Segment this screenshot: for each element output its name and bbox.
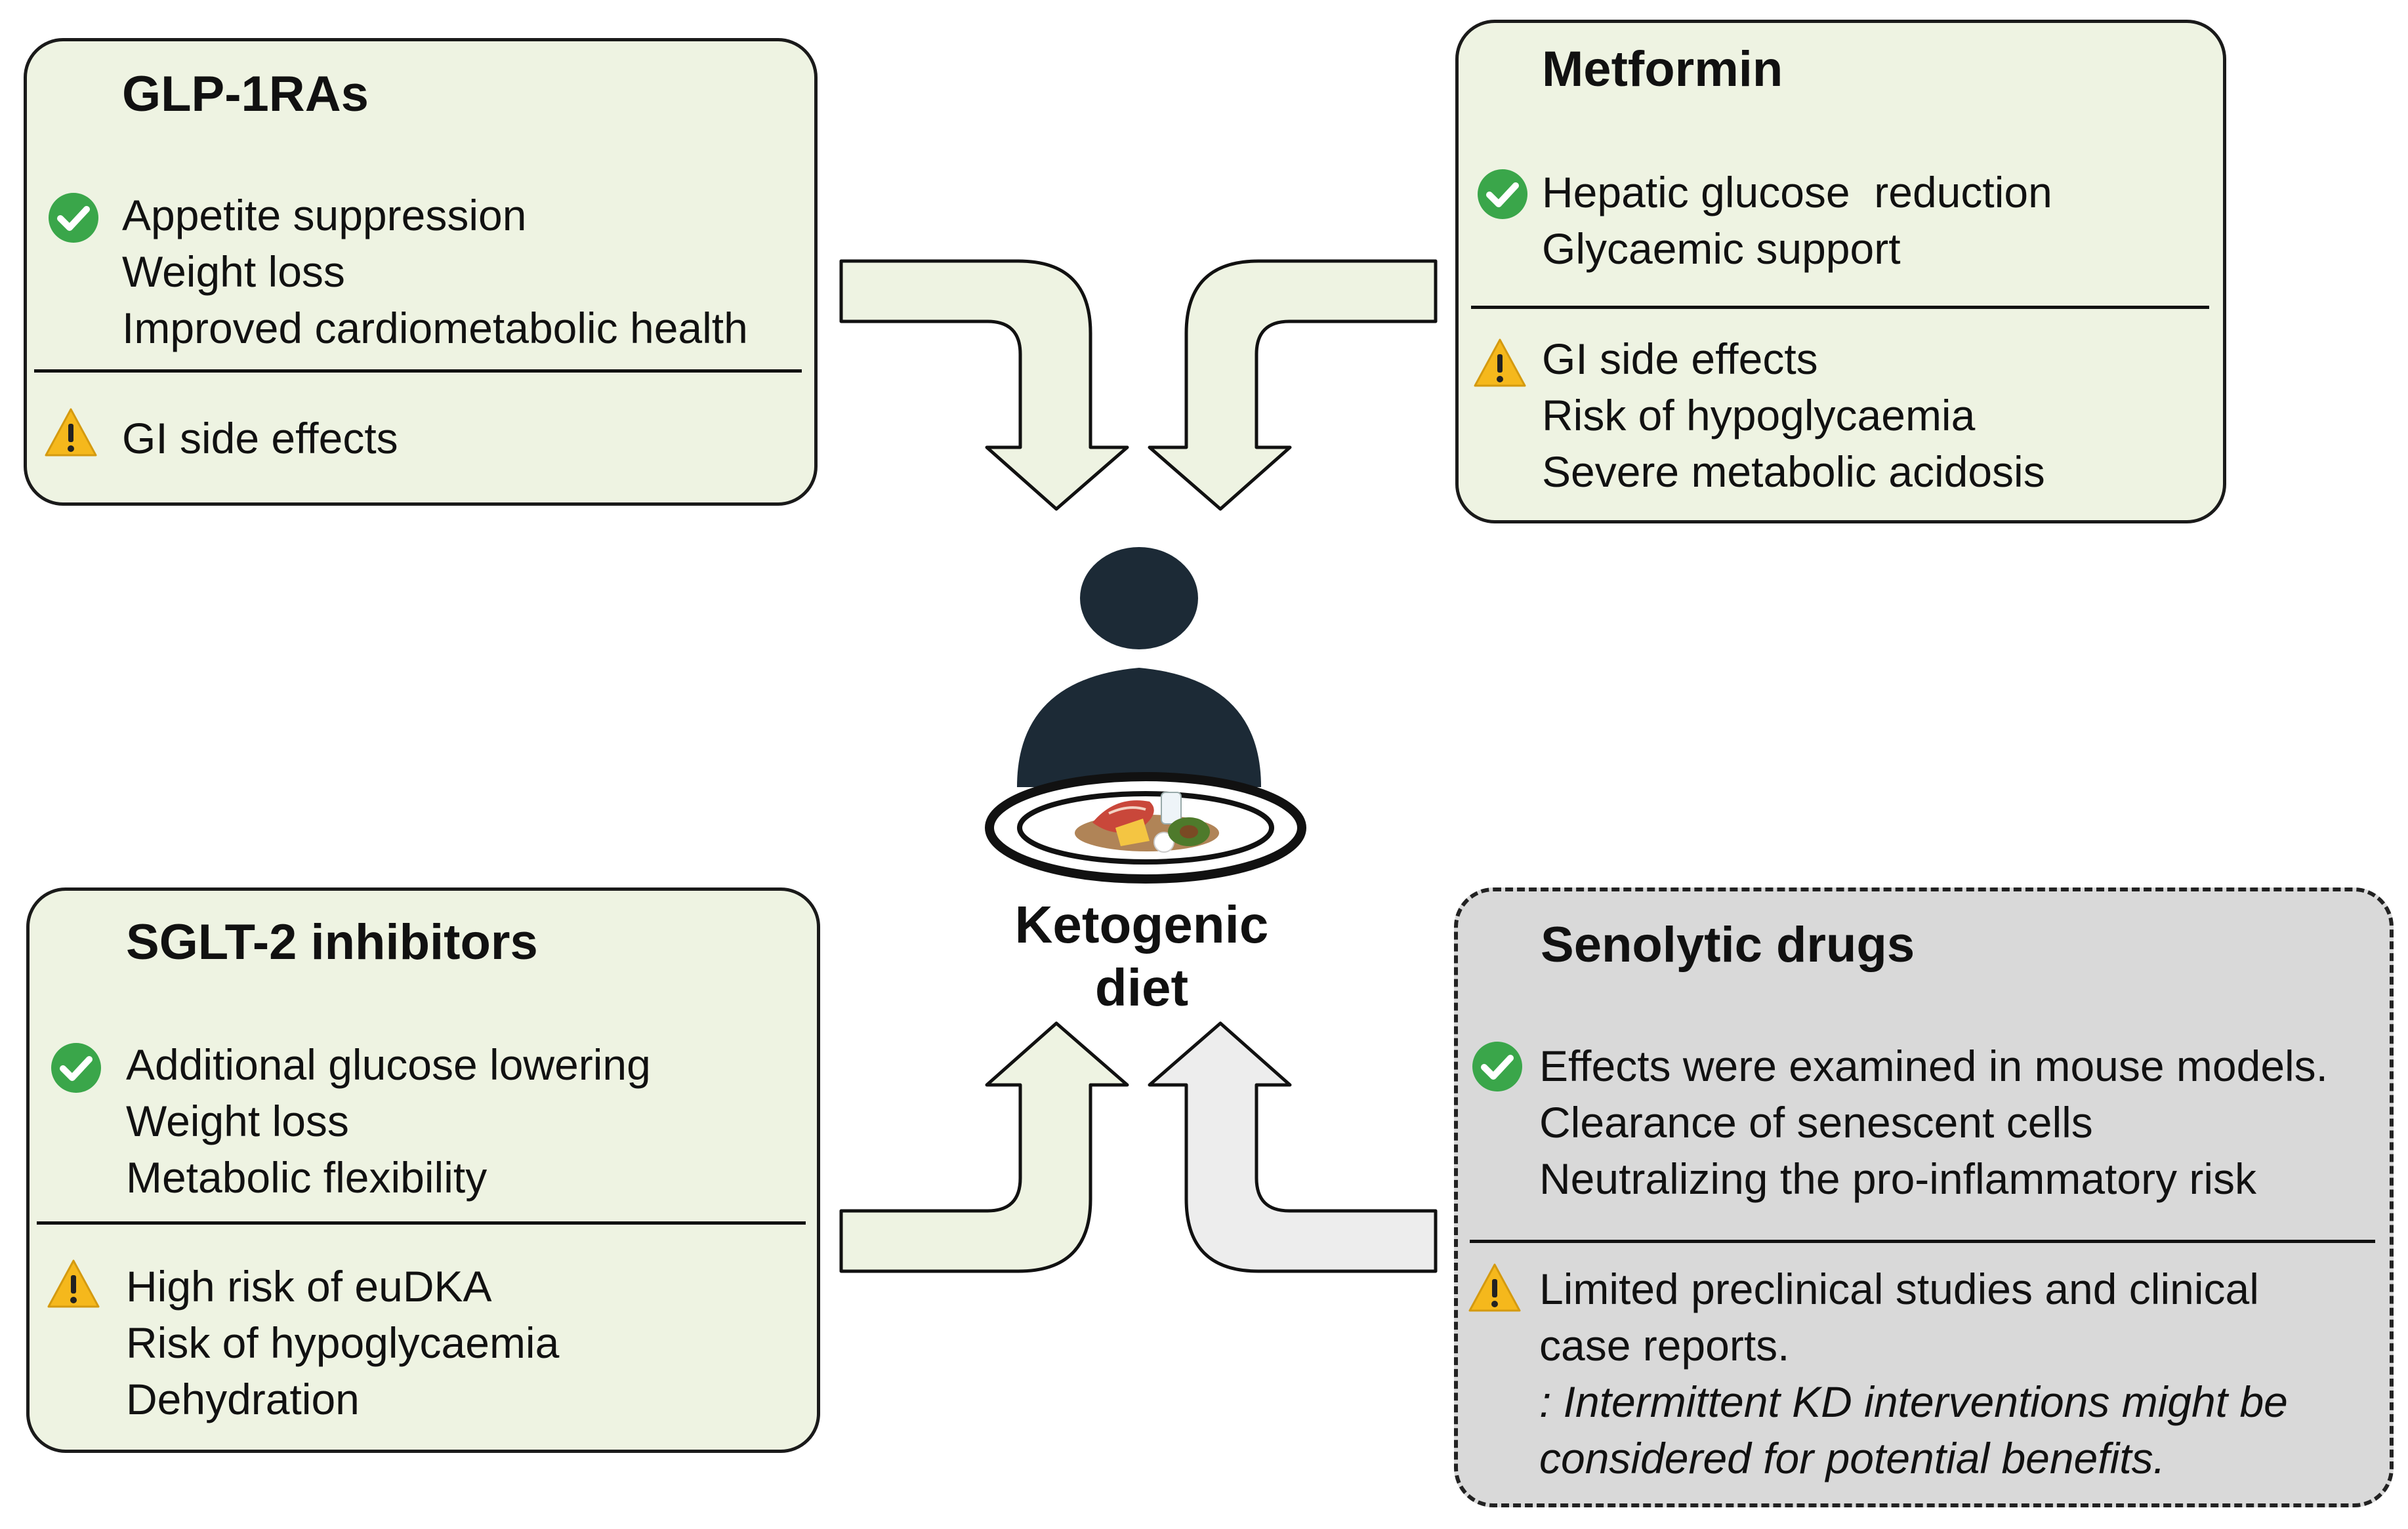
senolytic-risks: Limited preclinical studies and clinical… xyxy=(1539,1261,2288,1486)
benefit-item: Appetite suppression xyxy=(122,191,527,239)
metformin-title: Metformin xyxy=(1542,41,1783,97)
risk-item: Risk of hypoglycaemia xyxy=(126,1318,560,1367)
senolytic-title: Senolytic drugs xyxy=(1541,917,1915,973)
glp1-box xyxy=(24,38,818,506)
sglt2-title: SGLT-2 inhibitors xyxy=(126,914,538,970)
center-label-line2: diet xyxy=(1094,958,1189,1017)
metformin-box xyxy=(1455,20,2226,523)
center-label: Ketogenic diet xyxy=(971,893,1312,1019)
check-circle-icon xyxy=(1478,169,1527,219)
risk-item: High risk of euDKA xyxy=(126,1262,492,1311)
arrow-sglt2-to-center xyxy=(839,1021,1129,1273)
metformin-risks: GI side effects Risk of hypoglycaemia Se… xyxy=(1542,331,2045,500)
sglt2-benefits: Additional glucose lowering Weight loss … xyxy=(126,1036,651,1206)
risk-item: case reports. xyxy=(1539,1321,1790,1370)
senolytic-box xyxy=(1454,887,2394,1507)
benefit-item: Effects were examined in mouse models. xyxy=(1539,1042,2329,1090)
warning-triangle-icon xyxy=(47,1259,100,1308)
metformin-benefits: Hepatic glucose reduction Glycaemic supp… xyxy=(1542,164,2052,277)
benefit-item: Additional glucose lowering xyxy=(126,1040,651,1089)
risk-item: GI side effects xyxy=(122,414,398,462)
sglt2-risks: High risk of euDKA Risk of hypoglycaemia… xyxy=(126,1258,559,1427)
benefit-item: Neutralizing the pro-inflammatory risk xyxy=(1539,1154,2257,1203)
glp1-title: GLP-1RAs xyxy=(122,66,369,122)
person-with-plate-icon xyxy=(985,547,1306,884)
check-circle-icon xyxy=(49,193,98,243)
metformin-divider xyxy=(1471,306,2209,309)
glp1-divider xyxy=(34,369,802,373)
sglt2-divider xyxy=(37,1221,806,1225)
arrow-metformin-to-center xyxy=(1148,259,1438,511)
arrow-senolytic-to-center xyxy=(1148,1021,1438,1273)
check-circle-icon xyxy=(1472,1042,1522,1091)
risk-item: Risk of hypoglycaemia xyxy=(1542,391,1976,439)
risk-item: GI side effects xyxy=(1542,335,1818,383)
senolytic-benefits: Effects were examined in mouse models. C… xyxy=(1539,1038,2328,1207)
warning-triangle-icon xyxy=(1468,1263,1521,1312)
benefit-item: Glycaemic support xyxy=(1542,224,1901,273)
benefit-item: Weight loss xyxy=(126,1097,349,1145)
benefit-item: Metabolic flexibility xyxy=(126,1153,488,1202)
benefit-item: Clearance of senescent cells xyxy=(1539,1098,2093,1147)
glp1-benefits: Appetite suppression Weight loss Improve… xyxy=(122,187,748,356)
note-item: considered for potential benefits. xyxy=(1539,1434,2165,1482)
benefit-item: Weight loss xyxy=(122,247,345,296)
arrow-glp1-to-center xyxy=(839,259,1129,511)
warning-triangle-icon xyxy=(45,408,97,457)
senolytic-divider xyxy=(1470,1240,2375,1243)
benefit-item: Improved cardiometabolic health xyxy=(122,304,748,352)
risk-item: Severe metabolic acidosis xyxy=(1542,447,2045,496)
sglt2-box xyxy=(26,887,820,1453)
benefit-item: Hepatic glucose reduction xyxy=(1542,168,2052,216)
risk-item: Limited preclinical studies and clinical xyxy=(1539,1265,2259,1313)
center-label-line1: Ketogenic xyxy=(1014,895,1269,954)
warning-triangle-icon xyxy=(1474,338,1526,387)
glp1-risks: GI side effects xyxy=(122,410,398,466)
check-circle-icon xyxy=(51,1043,101,1093)
risk-item: Dehydration xyxy=(126,1375,360,1423)
note-item: : Intermittent KD interventions might be xyxy=(1539,1377,2288,1426)
